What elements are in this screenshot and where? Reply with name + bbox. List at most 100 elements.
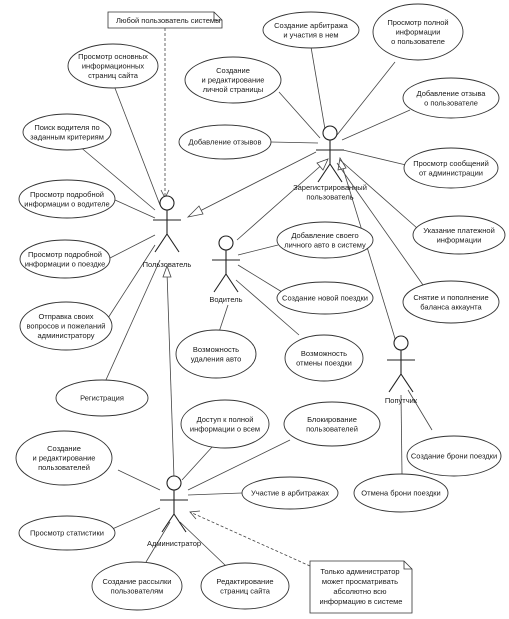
- assoc-admin-block-users: [187, 439, 291, 491]
- use-case-book-trip: Создание брони поездки: [406, 435, 502, 477]
- assoc-reg-admin-msgs: [342, 149, 407, 166]
- actor-label: Попутчик: [385, 396, 418, 405]
- use-case-ellipse: [402, 77, 500, 119]
- use-case-ellipse: [403, 147, 499, 189]
- generalization-admin-to-user: [166, 271, 175, 479]
- use-case-label: Отмена брони поездки: [361, 489, 440, 498]
- note-admin-only: Только администратор может просматривать…: [309, 560, 413, 614]
- use-case-ellipse: [22, 113, 112, 151]
- actor-label: Администратор: [147, 539, 201, 548]
- use-case-label: Создание брони поездки: [411, 452, 497, 461]
- use-case-arbitration-participation: Участие в арбитражах: [241, 476, 339, 510]
- actor-body: [316, 140, 344, 183]
- assoc-reg-balance: [336, 162, 424, 286]
- assoc-admin-stats: [109, 507, 161, 531]
- use-case-ellipse: [276, 221, 374, 259]
- note-link-admin-only: [189, 511, 311, 567]
- assoc-reg-add-user-review: [341, 109, 411, 141]
- actor-head: [393, 335, 409, 351]
- note-admin-only-text: Только администратор может просматривать…: [320, 567, 403, 606]
- use-case-stats: Просмотр статистики: [18, 515, 116, 551]
- use-case-ellipse: [372, 3, 464, 61]
- use-case-ellipse: [353, 473, 449, 513]
- generalization-passenger-to-registered: [340, 161, 398, 346]
- use-case-create-trip: Создание новой поездки: [276, 281, 374, 315]
- actor-driver: Водитель: [209, 235, 243, 304]
- generalization-arrowhead: [186, 205, 204, 218]
- use-case-ellipse: [241, 476, 339, 510]
- use-case-ellipse: [180, 399, 270, 449]
- actor-admin: Администратор: [147, 475, 201, 548]
- notes: Любой пользователь системы Только админи…: [107, 11, 413, 614]
- assoc-admin-edit-pages: [179, 521, 227, 567]
- use-case-label: Добавление отзывов: [189, 138, 262, 147]
- use-case-ellipse: [55, 379, 149, 417]
- assoc-passenger-book-trip: [407, 389, 433, 431]
- assoc-driver-cancel-trip: [235, 279, 300, 336]
- actor-label: Водитель: [209, 295, 242, 304]
- assoc-admin-mailing: [145, 521, 171, 563]
- assoc-admin-full-access: [181, 445, 214, 481]
- use-case-ellipse: [91, 561, 183, 611]
- assoc-reg-create-arbitration: [310, 46, 327, 136]
- actor-body: [387, 350, 415, 393]
- use-case-add-reviews: Добавление отзывов: [178, 124, 272, 160]
- actor-body: [153, 210, 181, 253]
- use-case-ellipse: [412, 215, 506, 255]
- use-case-ellipse: [19, 239, 111, 279]
- assoc-driver-create-trip: [237, 264, 283, 293]
- use-case-ellipse: [402, 280, 500, 324]
- use-case-registration: Регистрация: [55, 379, 149, 417]
- use-case-ellipse: [284, 334, 364, 382]
- assoc-user-view-trip: [109, 234, 156, 259]
- use-case-ellipse: [262, 11, 360, 49]
- use-case-cancel-booking: Отмена брони поездки: [353, 473, 449, 513]
- actor-head: [322, 125, 338, 141]
- actor-body: [212, 250, 240, 293]
- assoc-admin-arbitration: [187, 492, 243, 496]
- assoc-user-view-driver: [114, 199, 156, 219]
- assoc-user-view-basic: [112, 82, 161, 206]
- actor-label: Пользователь: [143, 260, 192, 269]
- assoc-passenger-cancel-booking: [400, 394, 403, 475]
- use-case-ellipse: [406, 435, 502, 477]
- assoc-user-registration: [104, 259, 161, 383]
- assoc-driver-add-car: [237, 244, 279, 256]
- use-case-ellipse: [19, 301, 113, 351]
- use-case-ellipse: [184, 56, 282, 104]
- assoc-reg-view-full-user: [336, 61, 396, 136]
